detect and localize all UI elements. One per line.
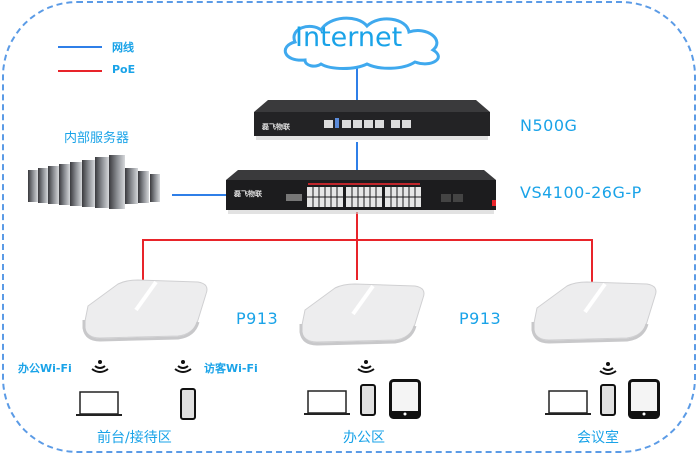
- guest-wifi-label: 访客Wi-Fi: [204, 362, 258, 375]
- phone-icon: [180, 388, 196, 420]
- tablet-icon: [628, 379, 660, 419]
- servers-label: 内部服务器: [64, 131, 130, 146]
- ap-1-model-label: P913: [236, 309, 279, 328]
- office-wifi-label: 办公Wi-Fi: [18, 362, 72, 375]
- laptop-icon: [76, 391, 122, 416]
- legend-network-cable-label: 网线: [112, 41, 134, 54]
- cloud-icon: [283, 16, 440, 70]
- server-rack-icon: [28, 155, 160, 209]
- network-boundary: [2, 1, 696, 453]
- internet-label: Internet: [295, 22, 403, 53]
- access-point-1: [82, 279, 208, 342]
- wifi-icon: [599, 362, 617, 375]
- laptop-icon: [545, 390, 591, 415]
- legend-network-cable-swatch: [58, 46, 102, 48]
- access-point-3: [531, 281, 657, 344]
- wifi-icon: [91, 360, 109, 373]
- gateway-brand: 磊飞物联: [262, 123, 290, 131]
- zone-office-label: 办公区: [343, 430, 385, 446]
- wifi-icon: [357, 360, 375, 373]
- legend-poe-swatch: [58, 70, 102, 72]
- tablet-icon: [389, 379, 421, 419]
- ap-2-model-label: P913: [459, 309, 502, 328]
- gateway-model-label: N500G: [520, 116, 578, 135]
- poe-distribution-line: [142, 239, 593, 282]
- legend-poe-label: PoE: [112, 63, 136, 76]
- switch-device: [226, 170, 496, 214]
- zone-reception-label: 前台/接待区: [97, 430, 172, 446]
- wifi-icon: [174, 360, 192, 373]
- access-point-2: [299, 283, 425, 346]
- laptop-icon: [304, 390, 350, 415]
- switch-model-label: VS4100-26G-P: [520, 183, 642, 202]
- switch-brand: 磊飞物联: [234, 190, 262, 198]
- phone-icon: [360, 384, 376, 416]
- gateway-device: [254, 100, 490, 140]
- phone-icon: [600, 384, 616, 416]
- zone-meeting-room-label: 会议室: [577, 430, 619, 446]
